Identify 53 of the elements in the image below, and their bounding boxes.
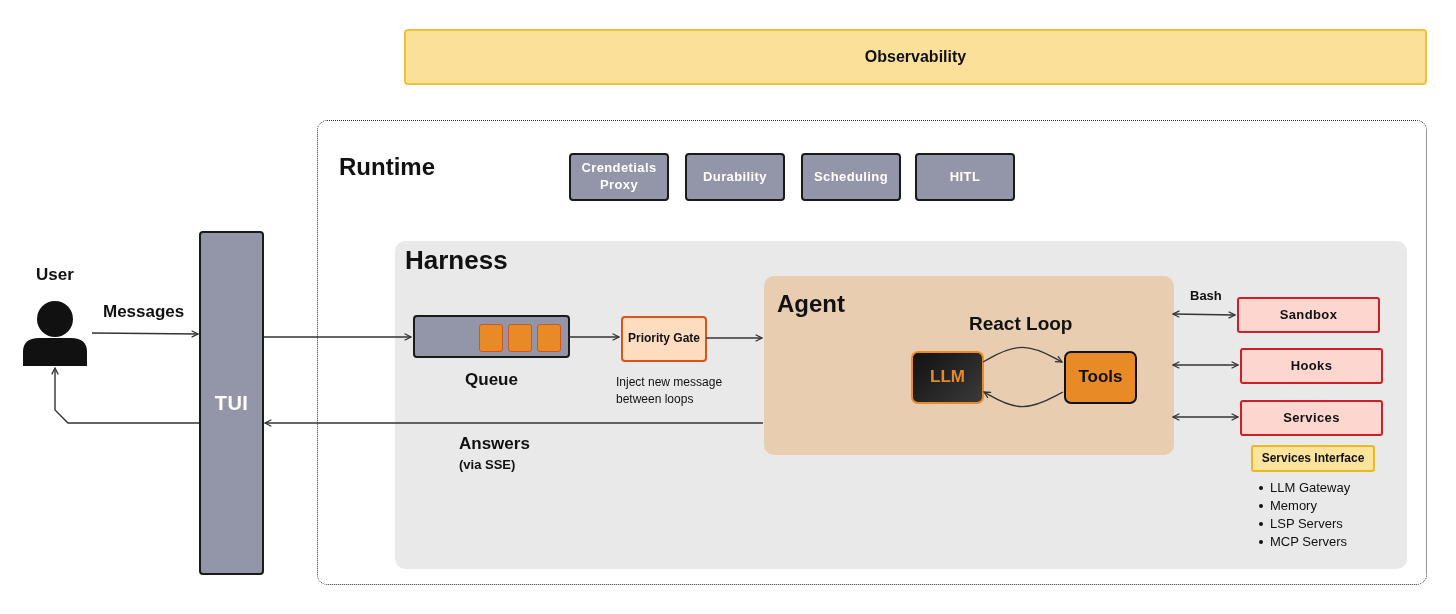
arrow — [1172, 310, 1236, 319]
arrow — [568, 333, 620, 341]
box-label: Tools — [1077, 366, 1124, 389]
list-item: MCP Servers — [1270, 533, 1348, 551]
heading: Agent — [777, 290, 845, 318]
arrow — [91, 330, 199, 338]
box-label: Services Interface — [1260, 449, 1366, 467]
edge-label: Bash — [1190, 288, 1222, 303]
box-label: LLM — [929, 366, 966, 389]
agent-panel — [764, 276, 1174, 455]
box-label: HITL — [948, 167, 982, 186]
heading: Runtime — [339, 153, 435, 181]
list-item: Memory — [1270, 497, 1317, 515]
arrow — [1172, 413, 1239, 421]
heading: Harness — [405, 245, 508, 276]
services-box — [1240, 400, 1383, 436]
component-box — [569, 153, 669, 201]
box-label: TUI — [213, 391, 250, 416]
tui-bar — [199, 231, 264, 575]
arrow — [263, 333, 412, 341]
box-label: Crendetials Proxy — [580, 159, 658, 194]
hooks-box — [1240, 348, 1383, 384]
arrow — [705, 334, 763, 342]
component-box — [801, 153, 901, 201]
list-item: LLM Gateway — [1270, 479, 1351, 497]
arrow — [264, 419, 764, 427]
llm-box — [911, 351, 984, 404]
box-label: Sandbox — [1278, 305, 1339, 324]
edge-label: Answers — [459, 434, 530, 454]
observability-bar — [404, 29, 1427, 85]
box-label: Hooks — [1289, 356, 1334, 375]
arrow — [1172, 361, 1239, 369]
heading: (via SSE) — [459, 457, 516, 472]
heading: Queue — [464, 370, 519, 390]
list-item: LSP Servers — [1270, 515, 1343, 533]
edge-label: Messages — [103, 302, 185, 322]
arrow — [51, 367, 200, 424]
interface-badge — [1251, 445, 1375, 472]
heading: React Loop — [969, 313, 1073, 335]
box-label: Durability — [702, 167, 768, 186]
note-text: Inject new message between loops — [616, 374, 724, 408]
box-label: Priority Gate — [627, 330, 701, 348]
sandbox-box — [1237, 297, 1380, 333]
tools-box — [1064, 351, 1137, 404]
harness-panel — [395, 241, 1407, 569]
box-label: Scheduling — [812, 167, 890, 186]
arrow — [982, 346, 1063, 363]
component-box — [685, 153, 785, 201]
component-box — [915, 153, 1015, 201]
box-label: Observability — [863, 46, 968, 67]
arrow — [983, 391, 1064, 408]
box-label: Services — [1282, 408, 1341, 427]
heading: User — [35, 265, 75, 285]
